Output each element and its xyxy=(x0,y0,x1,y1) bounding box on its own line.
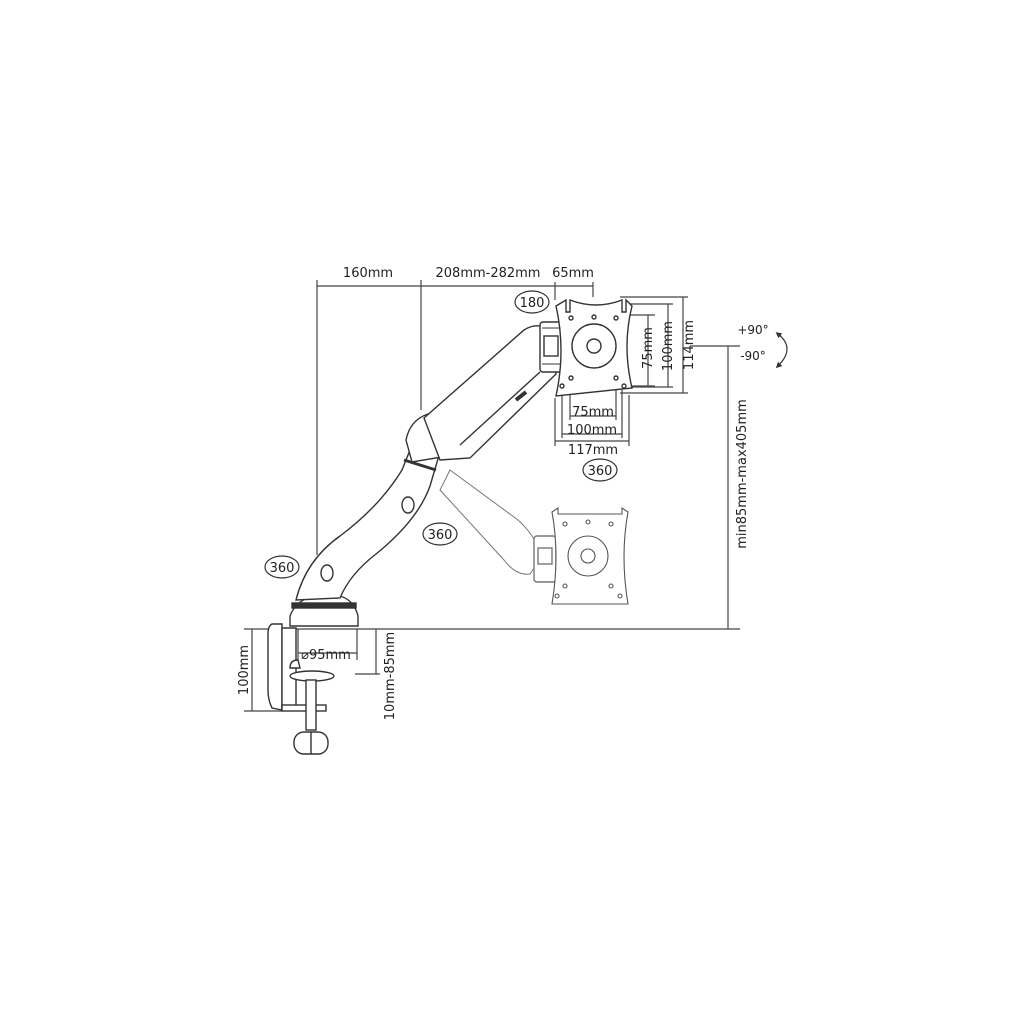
vesa-plate-upper xyxy=(555,298,633,397)
rotation-arrows xyxy=(264,290,788,579)
forearm-upper xyxy=(423,325,557,461)
label-vesa-w117: 117mm xyxy=(568,443,618,458)
tilt-arrow-icon xyxy=(775,332,788,369)
dimension-lines xyxy=(244,280,740,712)
label-160: 160mm xyxy=(343,266,393,281)
desk-clamp xyxy=(267,623,335,755)
label-rot-360-plate: 360 xyxy=(588,464,613,479)
label-tilt-up: +90° xyxy=(737,323,768,337)
rotation-icon-360-plate xyxy=(582,458,618,482)
label-rot-360-base: 360 xyxy=(270,561,295,576)
label-vesa-h100: 100mm xyxy=(661,321,676,371)
monitor-arm-illustration xyxy=(267,298,633,755)
rotation-icon-360-forearm xyxy=(422,522,458,546)
label-clamp-height: 100mm xyxy=(237,645,252,695)
label-vesa-w100: 100mm xyxy=(567,423,617,438)
label-height-range: min85mm-max405mm xyxy=(735,399,750,549)
label-tilt-down: -90° xyxy=(740,349,766,363)
rotation-icon-360-base xyxy=(264,555,300,579)
rotation-icon-180 xyxy=(514,290,550,314)
label-desk-thickness: 10mm-85mm xyxy=(383,632,398,720)
label-65: 65mm xyxy=(552,266,594,281)
vesa-plate-lower xyxy=(551,506,629,605)
label-208-282: 208mm-282mm xyxy=(436,266,541,281)
label-rot-180: 180 xyxy=(520,296,545,311)
label-vesa-w75: 75mm xyxy=(572,405,614,420)
label-rot-360-forearm: 360 xyxy=(428,528,453,543)
label-vesa-h114: 114mm xyxy=(682,320,697,370)
label-base-diameter: ⌀95mm xyxy=(301,648,351,663)
dimension-labels: 160mm 208mm-282mm 65mm 180 360 360 360 +… xyxy=(237,266,769,720)
forearm-lower xyxy=(439,469,541,575)
label-vesa-h75: 75mm xyxy=(641,327,656,369)
